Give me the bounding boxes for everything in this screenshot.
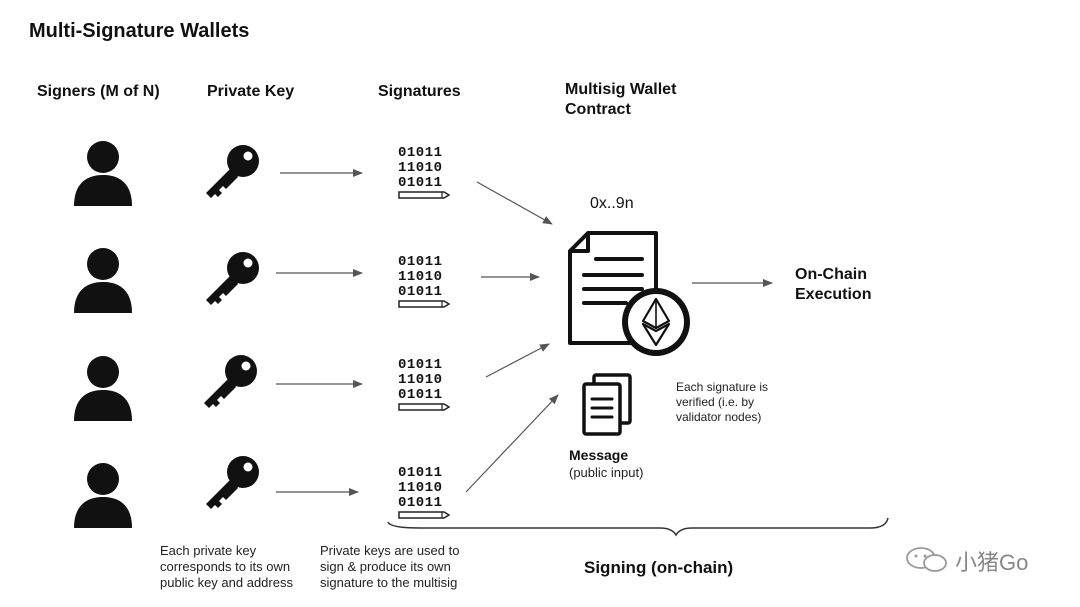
bits-line: 11010	[398, 269, 443, 285]
verify-note-line: Each signature is	[676, 380, 769, 394]
key-note-line: public key and address	[160, 575, 293, 590]
contract-address: 0x..9n	[590, 195, 634, 212]
message-documents-icon	[582, 373, 632, 436]
header-contract: Multisig Wallet Contract	[565, 80, 676, 120]
signature-bits: 01011 11010 01011	[398, 255, 443, 300]
signature-bits: 01011 11010 01011	[398, 146, 443, 191]
key-note-line: Each private key	[160, 543, 257, 558]
message-title: Message	[569, 447, 629, 463]
header-private-key: Private Key	[207, 83, 295, 100]
bits-line: 01011	[398, 495, 443, 511]
arrow-signature-to-contract	[465, 394, 559, 493]
page-title: Multi-Signature Wallets	[29, 20, 250, 42]
watermark-text: 小猪Go	[955, 550, 1029, 575]
pen-icon	[398, 191, 450, 199]
header-signers: Signers (M of N)	[37, 83, 160, 100]
sign-note-line: signature to the multisig	[320, 575, 458, 590]
bits-line: 01011	[398, 145, 443, 161]
verify-note-line: validator nodes)	[676, 410, 762, 424]
sign-note-line: Private keys are used to	[320, 543, 460, 558]
header-signatures: Signatures	[378, 83, 461, 100]
contract-document-icon	[568, 231, 690, 356]
bits-line: 11010	[398, 160, 443, 176]
key-icon	[206, 252, 259, 305]
wechat-icon	[906, 547, 947, 572]
bits-line: 11010	[398, 480, 443, 496]
sign-note-line: sign & produce its own	[320, 559, 451, 574]
message-label: Message (public input)	[569, 446, 643, 481]
key-icon	[204, 355, 257, 408]
bits-line: 01011	[398, 284, 443, 300]
person-icon	[74, 248, 132, 313]
person-icon	[74, 141, 132, 206]
execution-line: On-Chain	[795, 266, 867, 283]
header-contract-line-1: Multisig Wallet	[565, 81, 677, 98]
private-key-note: Each private key corresponds to its own …	[160, 543, 293, 591]
person-icon	[74, 356, 132, 421]
bits-line: 11010	[398, 372, 443, 388]
bits-line: 01011	[398, 175, 443, 191]
person-icon	[74, 463, 132, 528]
signature-bits: 01011 11010 01011	[398, 466, 443, 511]
execution-label: On-Chain Execution	[795, 265, 871, 305]
signing-label: Signing (on-chain)	[584, 558, 734, 577]
execution-line: Execution	[795, 286, 872, 303]
pen-icon	[398, 403, 450, 411]
key-icon	[206, 145, 259, 198]
signing-brace	[387, 517, 889, 537]
signature-bits: 01011 11010 01011	[398, 358, 443, 403]
message-subtitle: (public input)	[569, 465, 644, 480]
key-icon	[206, 456, 259, 509]
key-note-line: corresponds to its own	[160, 559, 291, 574]
verify-note-line: verified (i.e. by	[676, 395, 755, 409]
arrow-signature-to-contract	[476, 181, 553, 225]
pen-icon	[398, 511, 450, 519]
bits-line: 01011	[398, 357, 443, 373]
bits-line: 01011	[398, 465, 443, 481]
bits-line: 01011	[398, 387, 443, 403]
header-contract-line-2: Contract	[565, 101, 631, 118]
bits-line: 01011	[398, 254, 443, 270]
pen-icon	[398, 300, 450, 308]
arrow-signature-to-contract	[485, 343, 550, 378]
signing-note: Private keys are used to sign & produce …	[320, 543, 459, 591]
verify-note: Each signature is verified (i.e. by vali…	[676, 380, 768, 425]
